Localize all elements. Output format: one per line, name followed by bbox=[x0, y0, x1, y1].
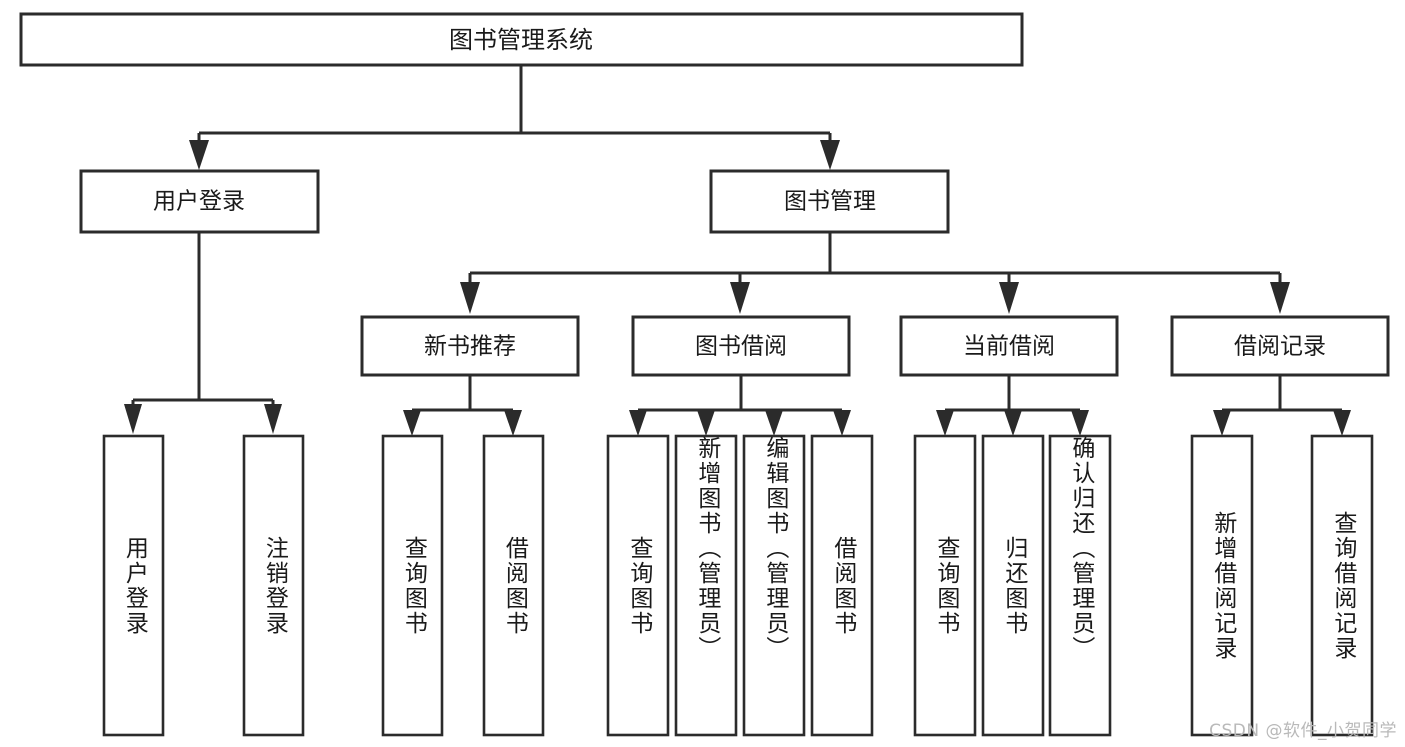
arrowhead-book-manage bbox=[820, 140, 840, 170]
book-manage-box bbox=[709, 169, 950, 234]
arrowhead-leaf-add-book bbox=[697, 410, 715, 436]
arrowhead-user-login bbox=[189, 140, 209, 170]
book-borrow-box bbox=[631, 315, 851, 377]
leaf-box-borrow-book-1[interactable] bbox=[482, 434, 545, 737]
new-book-recommend-box bbox=[360, 315, 580, 377]
arrowhead-current-borrow bbox=[999, 282, 1019, 314]
current-borrow-label: 当前借阅 bbox=[963, 334, 1055, 360]
node-book-manage[interactable]: 图书管理 bbox=[709, 169, 950, 234]
leaf-box-return-book[interactable] bbox=[981, 434, 1045, 737]
arrowhead-leaf-add-record bbox=[1213, 410, 1231, 436]
arrowhead-new-book-recommend bbox=[460, 282, 480, 314]
node-borrow-record[interactable]: 借阅记录 bbox=[1170, 315, 1390, 377]
leaf-box-query-book-3[interactable] bbox=[913, 434, 977, 737]
arrowhead-borrow-record bbox=[1270, 282, 1290, 314]
node-book-borrow[interactable]: 图书借阅 bbox=[631, 315, 851, 377]
leaf-box-query-record[interactable] bbox=[1310, 434, 1374, 737]
arrowhead-leaf-logout bbox=[264, 404, 282, 434]
book-manage-label: 图书管理 bbox=[784, 189, 876, 215]
book-borrow-label: 图书借阅 bbox=[695, 334, 787, 360]
arrowhead-leaf-query-book-2 bbox=[629, 410, 647, 436]
arrowhead-leaf-query-book-3 bbox=[936, 410, 954, 436]
current-borrow-box bbox=[899, 315, 1119, 377]
leaf-box-query-book-1[interactable] bbox=[381, 434, 444, 737]
borrow-record-label: 借阅记录 bbox=[1234, 334, 1326, 360]
arrowhead-leaf-user-login bbox=[124, 404, 142, 434]
leaf-box-user-login[interactable] bbox=[102, 434, 165, 737]
arrowhead-leaf-return-book bbox=[1004, 410, 1022, 436]
leaf-box-query-book-2[interactable] bbox=[606, 434, 670, 737]
leaf-box-logout[interactable] bbox=[242, 434, 305, 737]
leaf-box-add-record[interactable] bbox=[1190, 434, 1254, 737]
leaf-box-borrow-book-2[interactable] bbox=[810, 434, 874, 737]
node-root[interactable]: 图书管理系统 bbox=[19, 12, 1024, 67]
arrowhead-leaf-borrow-book-1 bbox=[504, 410, 522, 436]
root-label: 图书管理系统 bbox=[449, 26, 593, 54]
new-book-recommend-label: 新书推荐 bbox=[424, 334, 516, 360]
node-new-book-recommend[interactable]: 新书推荐 bbox=[360, 315, 580, 377]
leaf-box-add-book[interactable] bbox=[674, 434, 738, 737]
root-box bbox=[19, 12, 1024, 67]
arrowhead-leaf-borrow-book-2 bbox=[833, 410, 851, 436]
arrowhead-book-borrow bbox=[730, 282, 750, 314]
leaf-box-confirm-return[interactable] bbox=[1048, 434, 1112, 737]
leaf-box-edit-book[interactable] bbox=[742, 434, 806, 737]
node-current-borrow[interactable]: 当前借阅 bbox=[899, 315, 1119, 377]
arrowhead-leaf-edit-book bbox=[765, 410, 783, 436]
arrowhead-leaf-query-record bbox=[1333, 410, 1351, 436]
user-login-label: 用户登录 bbox=[153, 189, 245, 215]
arrowhead-leaf-confirm-return bbox=[1071, 410, 1089, 436]
node-user-login[interactable]: 用户登录 bbox=[79, 169, 320, 234]
arrowhead-leaf-query-book-1 bbox=[403, 410, 421, 436]
borrow-record-box bbox=[1170, 315, 1390, 377]
